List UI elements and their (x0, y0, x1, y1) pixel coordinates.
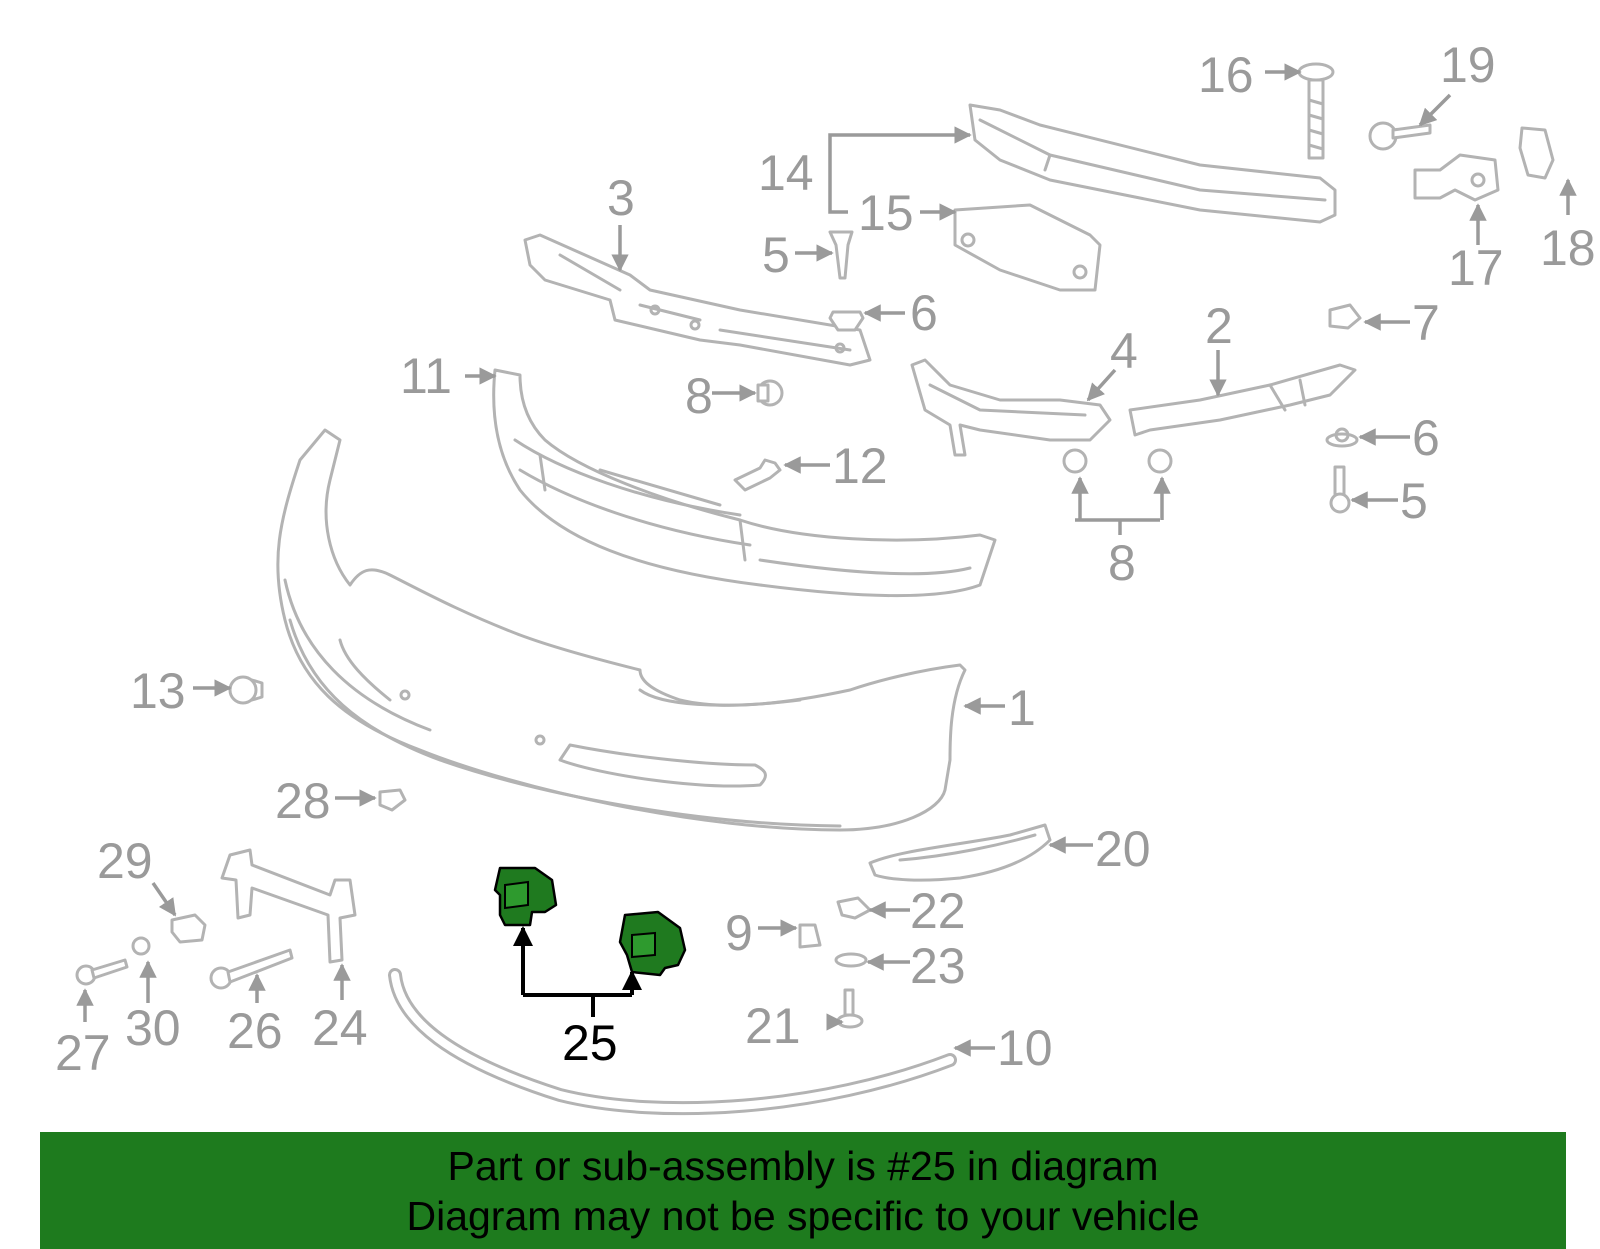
callout-12: 12 (832, 438, 888, 494)
callout-29: 29 (97, 833, 153, 889)
callout-4: 4 (1110, 323, 1138, 379)
callout-11: 11 (400, 348, 452, 404)
callout-26: 26 (227, 1003, 283, 1059)
plate-18-part[interactable] (1518, 126, 1555, 180)
fastener-16-part[interactable] (1297, 62, 1335, 160)
strip-10-part[interactable] (388, 968, 957, 1116)
callout-15: 15 (858, 185, 914, 241)
callout-3: 3 (607, 170, 635, 226)
nut-6-upper-part[interactable] (828, 310, 865, 332)
callout-25: 25 (562, 1015, 618, 1071)
clip-29-part[interactable] (170, 913, 207, 944)
callout-8a: 8 (685, 368, 713, 424)
callout-23: 23 (910, 938, 966, 994)
clip-12-part[interactable] (733, 458, 782, 492)
highlighted-part-25-right[interactable] (618, 910, 687, 977)
callout-20: 20 (1095, 821, 1151, 877)
energy-absorber-part[interactable] (953, 203, 1102, 292)
tow-eye-17-part[interactable] (1413, 153, 1500, 202)
clip-13-part[interactable] (228, 675, 264, 705)
nut-6-lower-part[interactable] (1325, 427, 1359, 448)
callout-14: 14 (758, 145, 814, 201)
washer-23-part[interactable] (834, 952, 868, 968)
callout-5b: 5 (1400, 473, 1428, 529)
callout-22: 22 (910, 883, 966, 939)
callout-16: 16 (1198, 47, 1254, 103)
callout-2: 2 (1205, 298, 1233, 354)
bolt-21-part[interactable] (836, 988, 864, 1029)
callout-28: 28 (275, 773, 331, 829)
callout-19: 19 (1440, 37, 1496, 93)
clip-28-part[interactable] (378, 788, 407, 812)
callout-9: 9 (725, 905, 753, 961)
impact-bar-part[interactable] (968, 103, 1337, 224)
callout-8b: 8 (1108, 535, 1136, 591)
callout-6b: 6 (1412, 410, 1440, 466)
banner-line-1: Part or sub-assembly is #25 in diagram (447, 1142, 1159, 1189)
screw-5-lower-part[interactable] (1329, 465, 1351, 514)
highlighted-part-25-left[interactable] (493, 866, 558, 927)
callout-18: 18 (1540, 220, 1596, 276)
bumper-inner-panel-part[interactable] (492, 368, 997, 598)
info-banner: Part or sub-assembly is #25 in diagram D… (40, 1132, 1566, 1249)
bracket-24-part[interactable] (220, 848, 357, 964)
callout-7: 7 (1412, 295, 1440, 351)
callout-5a: 5 (762, 227, 790, 283)
callout-17: 17 (1448, 240, 1504, 296)
clip-8-upper-part[interactable] (756, 379, 784, 407)
callout-labels: 1 2 3 4 5 5 6 6 7 8 8 9 10 11 12 13 14 1… (55, 37, 1596, 1081)
callout-21: 21 (745, 998, 801, 1054)
nut-7-part[interactable] (1328, 303, 1362, 330)
callout-13: 13 (130, 663, 186, 719)
washer-30-part[interactable] (131, 936, 151, 956)
callout-30: 30 (125, 1000, 181, 1056)
callout-1: 1 (1008, 680, 1036, 736)
leader-lines (76, 63, 1577, 1057)
clip-8-lower-part[interactable] (1062, 448, 1173, 474)
screw-5-upper-part[interactable] (828, 230, 854, 280)
deflector-20-part[interactable] (868, 823, 1052, 882)
callout-27: 27 (55, 1025, 111, 1081)
banner-line-2: Diagram may not be specific to your vehi… (406, 1192, 1200, 1239)
callout-10: 10 (997, 1020, 1053, 1076)
callout-24: 24 (312, 1000, 368, 1056)
clip-22-part[interactable] (836, 896, 872, 920)
fastener-19-part[interactable] (1368, 121, 1432, 151)
screw-27-part[interactable] (75, 958, 129, 986)
screw-26-part[interactable] (209, 948, 294, 990)
bumper-cover-part[interactable] (276, 428, 967, 832)
leader-25 (513, 926, 642, 1017)
callout-6a: 6 (910, 285, 938, 341)
left-bracket-part[interactable] (910, 358, 1112, 457)
right-bracket-part[interactable] (1128, 363, 1357, 437)
clip-9-part[interactable] (798, 923, 822, 949)
